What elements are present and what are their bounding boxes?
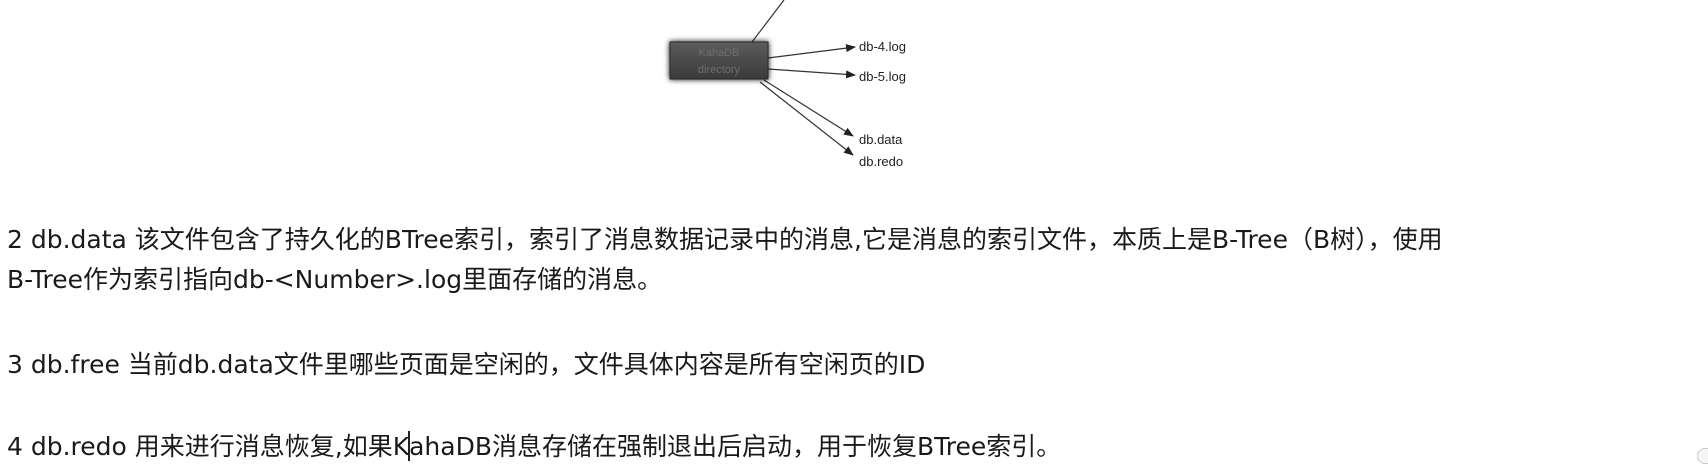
paragraph-db-redo-before-caret: 4 db.redo 用来进行消息恢复,如果K <box>7 432 410 461</box>
paragraph-db-data-line1: 2 db.data 该文件包含了持久化的BTree索引，索引了消息数据记录中的消… <box>7 225 1443 254</box>
paragraph-db-data-line2: B-Tree作为索引指向db-<Number>.log里面存储的消息。 <box>7 265 663 294</box>
arrow-to-db-4-log <box>767 44 856 59</box>
paragraph-db-redo-after-caret: ahaDB消息存储在强制退出后启动，用于恢复BTree索引。 <box>409 432 1062 461</box>
paragraph-db-free: 3 db.free 当前db.data文件里哪些页面是空闲的，文件具体内容是所有… <box>7 345 1707 385</box>
file-label-db-redo: db.redo <box>859 154 903 169</box>
text-cursor <box>408 431 411 461</box>
kahadb-directory-box: KahaDB directory <box>669 41 769 80</box>
box-label-line1: KahaDB <box>699 47 740 59</box>
arrow-to-db-5-log <box>767 68 856 79</box>
arrow-to-db-data <box>763 79 854 137</box>
paragraph-db-free-line1: 3 db.free 当前db.data文件里哪些页面是空闲的，文件具体内容是所有… <box>7 350 926 379</box>
scroll-handle[interactable] <box>1697 448 1708 464</box>
file-label-db-4-log: db-4.log <box>859 39 906 54</box>
file-label-db-data: db.data <box>859 132 903 147</box>
arrow-to-db-redo <box>759 81 854 156</box>
paragraph-db-data: 2 db.data 该文件包含了持久化的BTree索引，索引了消息数据记录中的消… <box>7 220 1707 300</box>
connector-to-parent <box>751 0 785 43</box>
box-label-line2: directory <box>698 64 741 76</box>
file-label-db-5-log: db-5.log <box>859 69 906 84</box>
paragraph-db-redo: 4 db.redo 用来进行消息恢复,如果KahaDB消息存储在强制退出后启动，… <box>7 427 1707 467</box>
kahadb-directory-diagram: KahaDB directory db-4.log db-5.log db.da… <box>669 0 906 169</box>
